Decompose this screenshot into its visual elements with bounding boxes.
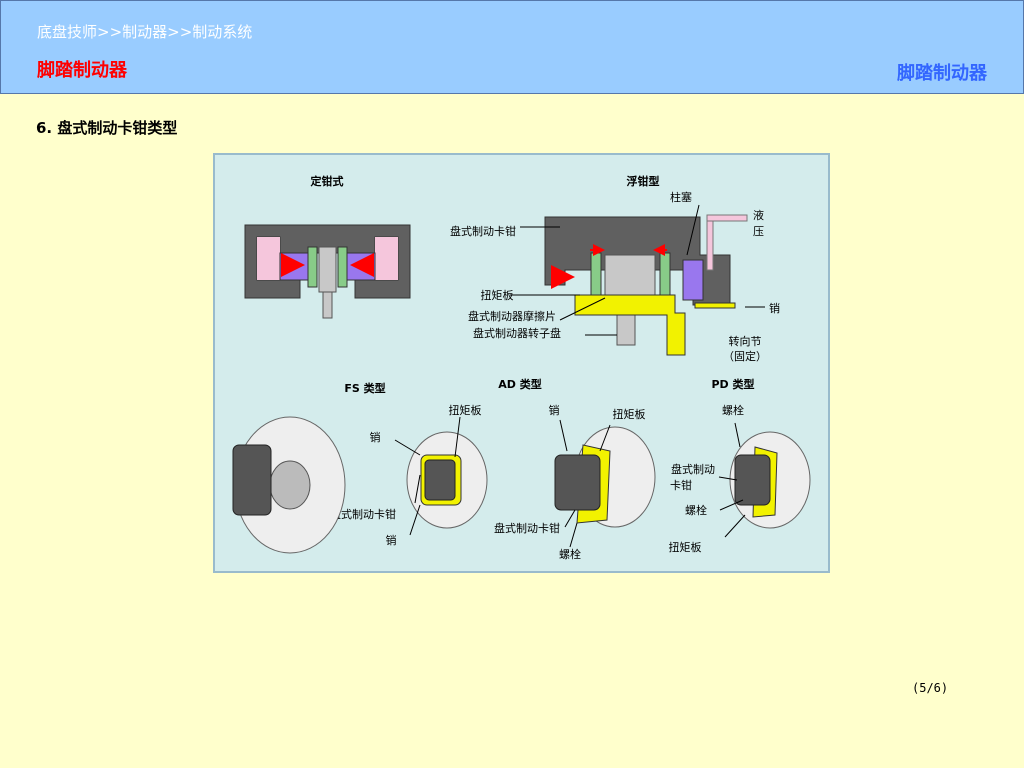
section-heading: 6. 盘式制动卡钳类型 bbox=[36, 119, 178, 137]
label-piston: 柱塞 bbox=[670, 190, 692, 204]
pd-caliper-illustration bbox=[718, 422, 811, 538]
pd-label-bolt-mid: 螺栓 bbox=[685, 503, 707, 517]
label-knuckle-1: 转向节 bbox=[729, 334, 762, 348]
pd-type-heading: PD 类型 bbox=[711, 377, 754, 391]
ad-label-pin: 销 bbox=[549, 403, 560, 417]
ad-caliper-illustration bbox=[554, 419, 656, 548]
caliper-types-figure: 定钳式 浮钳型 bbox=[213, 153, 830, 573]
label-torque-plate: 扭矩板 bbox=[481, 288, 514, 302]
floating-caliper-illustration bbox=[544, 214, 748, 356]
page-title: 脚踏制动器 bbox=[37, 60, 127, 81]
fixed-caliper-heading: 定钳式 bbox=[311, 174, 344, 188]
breadcrumb[interactable]: 底盘技师>>制动器>>制动系统 bbox=[37, 23, 253, 41]
ad-label-bolt: 螺栓 bbox=[559, 547, 581, 561]
label-knuckle-2: （固定） bbox=[723, 349, 767, 363]
fs-label-torque-plate: 扭矩板 bbox=[449, 403, 482, 417]
label-rotor: 盘式制动器转子盘 bbox=[473, 326, 561, 340]
fs-label-pin-bottom: 销 bbox=[386, 533, 397, 547]
label-pad: 盘式制动器摩擦片 bbox=[468, 309, 556, 323]
ad-label-torque-plate: 扭矩板 bbox=[613, 407, 646, 421]
page-number: (5/6) bbox=[912, 681, 949, 695]
fixed-caliper-illustration bbox=[244, 224, 411, 319]
pd-label-caliper-2: 卡钳 bbox=[670, 479, 692, 492]
pd-label-bolt-top: 螺栓 bbox=[722, 403, 744, 417]
label-hydraulic-1: 液 bbox=[753, 208, 764, 222]
header-bar: 底盘技师>>制动器>>制动系统 脚踏制动器 脚踏制动器 bbox=[0, 0, 1024, 94]
label-hydraulic-2: 压 bbox=[753, 225, 764, 238]
label-caliper: 盘式制动卡钳 bbox=[450, 224, 516, 238]
pd-label-torque-plate: 扭矩板 bbox=[669, 540, 702, 554]
section-title-right: 脚踏制动器 bbox=[897, 63, 987, 84]
fs-label-pin-top: 销 bbox=[370, 430, 381, 444]
floating-caliper-heading: 浮钳型 bbox=[627, 174, 660, 188]
fs-type-heading: FS 类型 bbox=[344, 381, 385, 395]
ad-label-caliper: 盘式制动卡钳 bbox=[494, 521, 560, 535]
label-pin: 销 bbox=[769, 301, 780, 315]
fs-label-caliper: 盘式制动卡钳 bbox=[330, 507, 396, 521]
ad-type-heading: AD 类型 bbox=[498, 377, 541, 391]
fs-caliper-illustration bbox=[232, 416, 488, 554]
pd-label-caliper-1: 盘式制动 bbox=[671, 462, 715, 476]
caliper-diagram: 定钳式 浮钳型 bbox=[232, 174, 811, 561]
